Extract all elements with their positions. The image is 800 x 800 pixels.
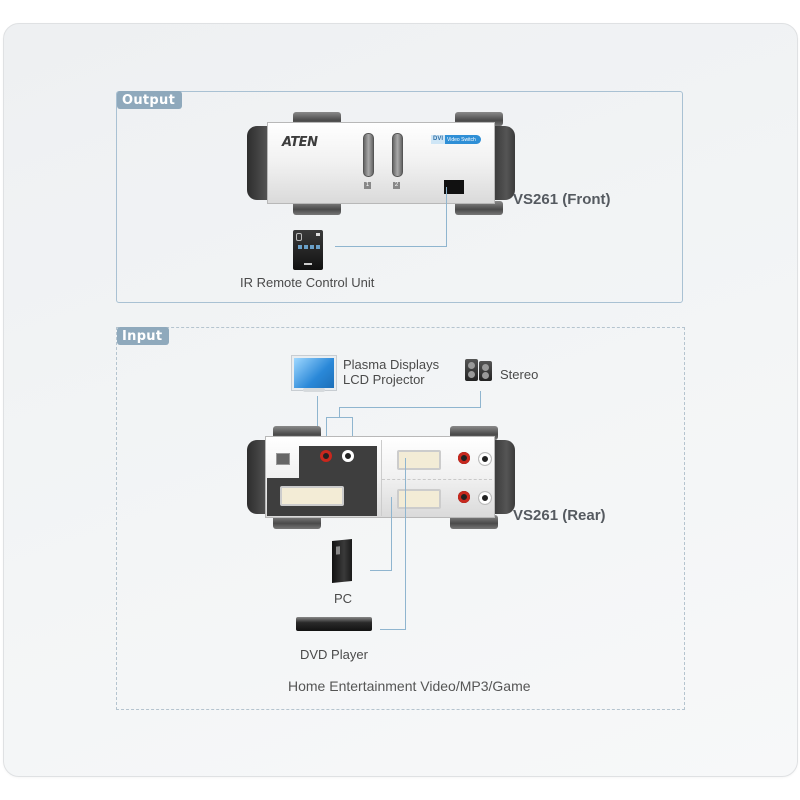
input-section	[116, 327, 685, 710]
panel-divider	[381, 440, 382, 516]
panel-divider	[382, 479, 492, 480]
stereo-speaker-icon	[479, 361, 492, 381]
stereo-speaker-icon	[465, 359, 478, 381]
pc-label: PC	[334, 591, 353, 606]
ir-remote-icon	[293, 230, 323, 270]
display-label-line2: LCD Projector	[343, 372, 425, 387]
audio-in-1-red[interactable]	[458, 452, 470, 464]
dvi-in-port-1[interactable]	[397, 450, 441, 470]
ir-remote-label: IR Remote Control Unit	[240, 275, 375, 290]
power-jack[interactable]	[276, 453, 290, 465]
remote-button-row	[298, 245, 320, 249]
device-foot	[455, 201, 503, 215]
input-tag: Input	[117, 327, 170, 345]
pc-wire	[370, 570, 392, 571]
display-label-line1: Plasma Displays	[343, 357, 440, 372]
pc-wire	[391, 497, 392, 571]
output-tag: Output	[117, 91, 183, 109]
device-rear-panel	[265, 436, 495, 518]
speaker-cone	[482, 364, 489, 371]
stereo-wire	[480, 391, 481, 408]
dvi-out-port[interactable]	[280, 486, 344, 506]
remote-button	[296, 233, 302, 241]
audio-in-2-red[interactable]	[458, 491, 470, 503]
monitor-icon	[292, 356, 336, 390]
device-front-panel: ATEN 1 2 DVI Video Switch	[267, 122, 495, 204]
remote-button	[316, 233, 320, 236]
vs261-front-device: ATEN 1 2 DVI Video Switch	[245, 110, 515, 215]
home-entertainment-caption: Home Entertainment Video/MP3/Game	[288, 678, 531, 694]
ir-wire-vertical	[446, 187, 447, 247]
audio-wire-red	[326, 417, 327, 437]
port-select-button-2[interactable]	[392, 133, 403, 177]
output-section	[116, 91, 683, 303]
audio-in-2-white[interactable]	[478, 491, 492, 505]
audio-split-wire	[326, 417, 353, 418]
dvi-badge-right: Video Switch	[447, 136, 476, 143]
speaker-cone	[468, 362, 475, 369]
aten-logo: ATEN	[282, 135, 318, 150]
dvi-in-port-2[interactable]	[397, 489, 441, 509]
speaker-cone	[468, 371, 475, 378]
device-foot	[450, 515, 498, 529]
vs261-front-label: VS261 (Front)	[513, 191, 611, 208]
speaker-cone	[482, 372, 489, 379]
stereo-wire	[339, 407, 340, 417]
audio-wire-white	[352, 417, 353, 437]
ir-receiver-window	[444, 180, 464, 194]
stereo-label: Stereo	[500, 367, 539, 382]
vs261-rear-label: VS261 (Rear)	[513, 507, 606, 524]
audio-out-white[interactable]	[342, 450, 354, 462]
dvd-wire	[405, 458, 406, 630]
port-led-2: 2	[393, 182, 400, 189]
dvd-player-icon	[296, 617, 372, 631]
vs261-rear-device	[245, 424, 515, 529]
audio-in-1-white[interactable]	[478, 452, 492, 466]
dvd-player-label: DVD Player	[300, 647, 368, 662]
remote-logo	[304, 263, 312, 265]
dvd-wire	[380, 629, 406, 630]
device-foot	[293, 201, 341, 215]
audio-out-red[interactable]	[320, 450, 332, 462]
dvi-badge-left: DVI	[431, 135, 446, 144]
port-select-button-1[interactable]	[363, 133, 374, 177]
pc-drive	[336, 546, 340, 555]
monitor-stand	[303, 388, 325, 392]
pc-tower-icon	[332, 538, 352, 584]
stereo-wire	[339, 407, 481, 408]
dvi-badge: DVI Video Switch	[431, 135, 481, 144]
device-foot	[273, 515, 321, 529]
ir-wire-horizontal	[335, 246, 447, 247]
port-led-1: 1	[364, 182, 371, 189]
